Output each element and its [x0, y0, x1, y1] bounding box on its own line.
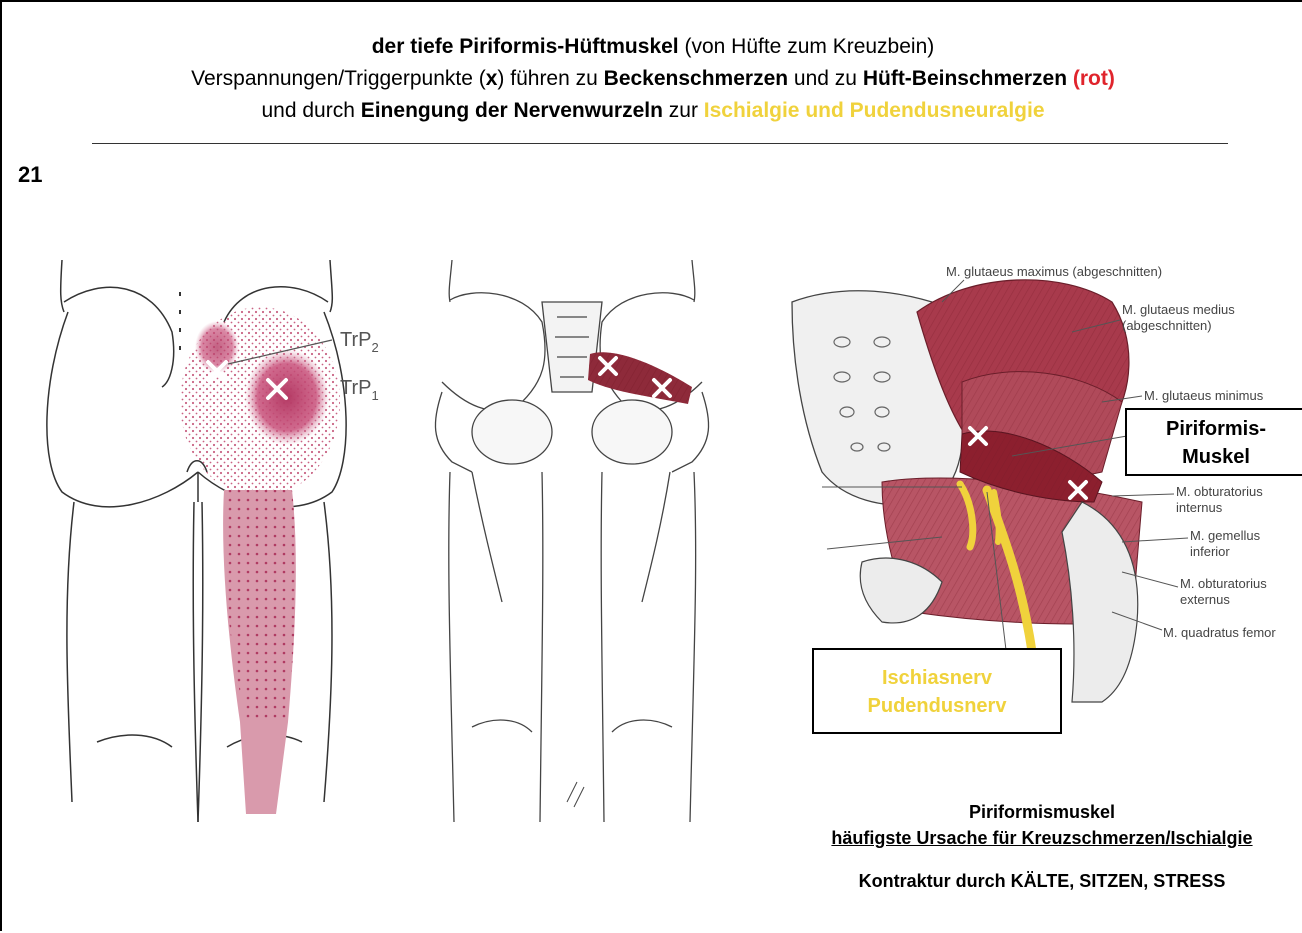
- piriformis-callout-line1: Piriformis-: [1127, 415, 1302, 443]
- label-gluteus-maximus: M. glutaeus maximus (abgeschnitten): [946, 264, 1162, 279]
- trp2-label: TrP2: [340, 329, 379, 355]
- pelvis-skeleton-figure: [435, 260, 708, 822]
- nerve-callout-line1: Ischiasnerv: [814, 664, 1060, 692]
- note-title: Piriformismuskel: [772, 802, 1302, 823]
- referred-pain-area: [180, 307, 340, 814]
- nerve-callout-line2: Pudendusnerv: [814, 692, 1060, 720]
- label-gluteus-medius-1: M. glutaeus medius: [1122, 302, 1235, 317]
- label-gemellus-inferior-2: inferior: [1190, 544, 1230, 559]
- label-obturatorius-internus-1: M. obturatorius: [1176, 484, 1263, 499]
- note-causes: Kontraktur durch KÄLTE, SITZEN, STRESS: [772, 871, 1302, 892]
- trp1-label: TrP1: [340, 377, 379, 403]
- label-obturatorius-externus-1: M. obturatorius: [1180, 576, 1267, 591]
- anatomy-figure: [792, 280, 1188, 702]
- nerve-callout: Ischiasnerv Pudendusnerv: [812, 648, 1062, 734]
- label-obturatorius-internus-2: internus: [1176, 500, 1223, 515]
- piriformis-callout: Piriformis- Muskel: [1125, 408, 1302, 476]
- note-subtitle: häufigste Ursache für Kreuzschmerzen/Isc…: [772, 828, 1302, 849]
- label-gemellus-inferior-1: M. gemellus: [1190, 528, 1261, 543]
- label-obturatorius-externus-2: externus: [1180, 592, 1230, 607]
- label-gluteus-medius-2: (abgeschnitten): [1122, 318, 1212, 333]
- label-quadratus-femoris: M. quadratus femor: [1163, 625, 1276, 640]
- label-gluteus-minimus: M. glutaeus minimus: [1144, 388, 1264, 403]
- piriformis-callout-line2: Muskel: [1127, 443, 1302, 471]
